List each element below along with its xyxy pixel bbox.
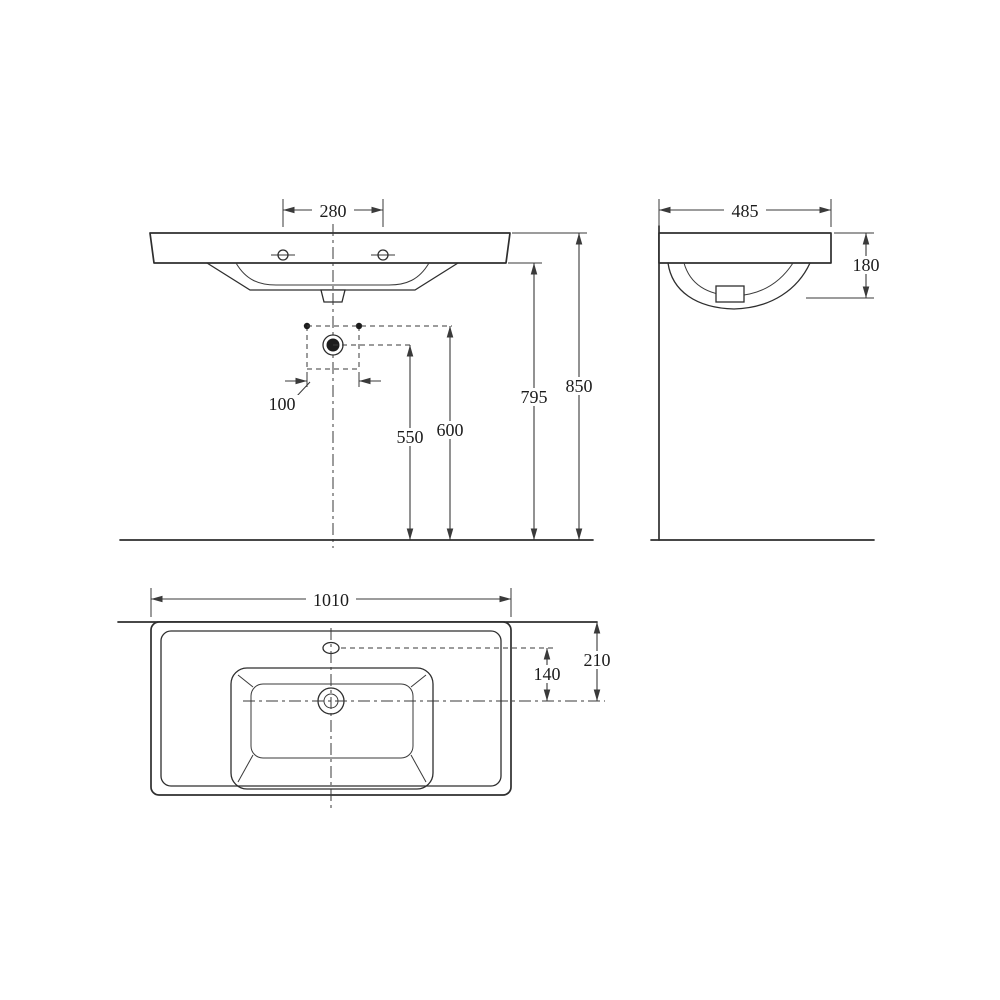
dimension-550: 550	[389, 345, 431, 540]
basin-slab-front	[149, 232, 511, 264]
basin-slab-side	[658, 232, 832, 264]
dimension-485: 485	[658, 199, 832, 227]
label-backing	[389, 428, 431, 446]
dimension-140: 140	[526, 648, 568, 701]
side-view: 485 180	[650, 199, 887, 541]
label-backing	[845, 256, 887, 274]
tap-hole-right-circle	[377, 249, 389, 261]
dim-label-850: 850	[566, 376, 593, 396]
dim-label-280: 280	[320, 201, 347, 221]
bowl-outer-plan	[230, 667, 434, 790]
label-backing	[576, 651, 618, 669]
label-backing	[429, 421, 471, 439]
label-backing	[312, 201, 354, 219]
bowl-corner-line-br	[410, 754, 427, 783]
label-backing	[724, 201, 766, 219]
label-backing	[261, 395, 303, 413]
plan-view: 1010 140 210	[117, 588, 618, 812]
dimension-1010: 1010	[150, 588, 512, 617]
dimension-280: 280	[282, 199, 384, 227]
bowl-corner-line-tl	[237, 674, 254, 688]
tap-hole-right	[371, 249, 395, 261]
bowl-outline-side	[667, 262, 811, 310]
dimension-600: 600	[429, 326, 471, 540]
dim-label-210: 210	[584, 650, 611, 670]
bowl-corner-line-bl	[237, 754, 254, 783]
dim-label-100: 100	[269, 394, 296, 414]
label-backing	[513, 388, 555, 406]
fixing-dot-right	[355, 322, 363, 330]
dim-label-600: 600	[437, 420, 464, 440]
dim-label-795: 795	[521, 387, 548, 407]
dim-label-550: 550	[397, 427, 424, 447]
drain-trap-side	[715, 285, 745, 303]
dimension-850: 850	[512, 232, 600, 540]
tap-hole-left	[271, 249, 295, 261]
dim-label-180: 180	[853, 255, 880, 275]
dim-label-1010: 1010	[313, 590, 349, 610]
dimension-210: 210	[576, 622, 618, 701]
tap-hole-left-circle	[277, 249, 289, 261]
dim-label-140: 140	[534, 664, 561, 684]
label-backing	[526, 665, 568, 683]
dimension-100: 100	[261, 372, 381, 414]
bowl-inner-curve-front	[235, 262, 430, 286]
dimension-795: 795	[508, 262, 555, 540]
label-backing	[306, 590, 356, 608]
leader-line	[295, 381, 311, 398]
bowl-corner-line-tr	[410, 674, 427, 688]
dimension-180: 180	[806, 232, 887, 299]
front-view: 280 100 550	[119, 199, 600, 548]
bowl-bottom-plan	[250, 683, 414, 759]
dim-label-485: 485	[732, 201, 759, 221]
label-backing	[558, 377, 600, 395]
